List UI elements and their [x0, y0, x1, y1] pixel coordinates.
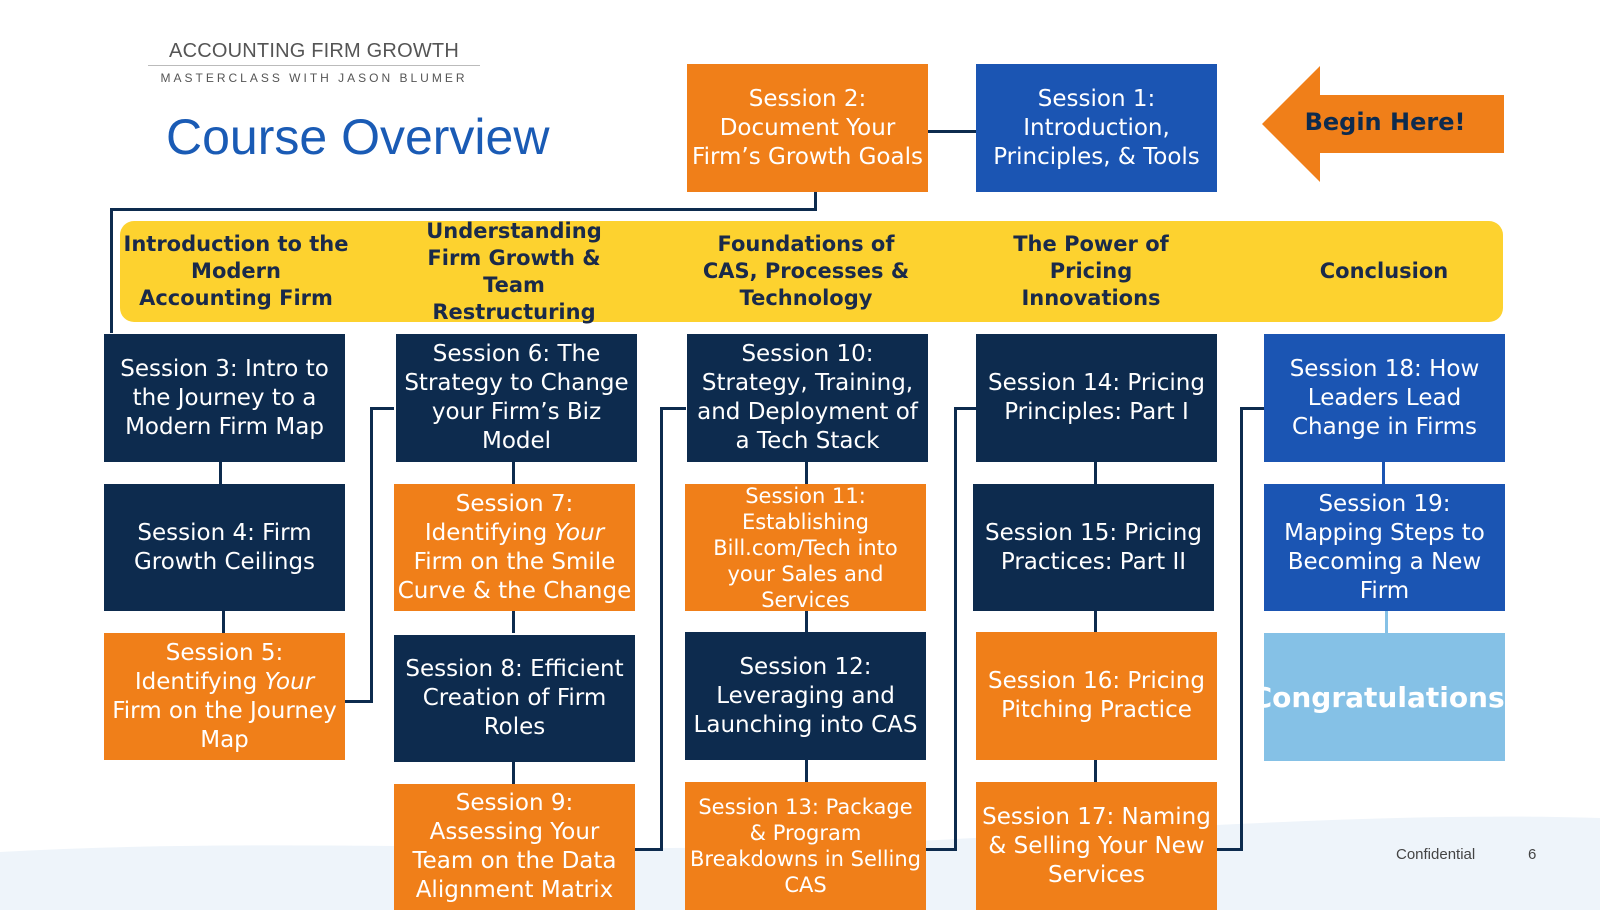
session-11-box[interactable]: Session 11: Establishing Bill.com/Tech i…: [685, 483, 926, 612]
session-15-box[interactable]: Session 15: Pricing Practices: Part II: [973, 484, 1214, 611]
session-7-label: Session 7: Identifying Your Firm on the …: [397, 490, 632, 604]
connector-s9-out: [634, 848, 662, 851]
session-5-box[interactable]: Session 5: Identifying Your Firm on the …: [104, 633, 345, 760]
begin-here-arrow-icon: [1262, 66, 1504, 182]
connector-to-s10: [660, 407, 686, 410]
connector-s14-s15: [1094, 462, 1097, 484]
connector-s18-s19: [1382, 462, 1385, 484]
page-title: Course Overview: [166, 109, 550, 165]
connector-to-s18: [1240, 407, 1264, 410]
connector-s3-s4: [219, 462, 222, 484]
connector-to-s14: [954, 407, 978, 410]
module-header-3: Foundations of CAS, Processes & Technolo…: [702, 232, 910, 310]
session-9-box[interactable]: Session 9: Assessing Your Team on the Da…: [394, 784, 635, 910]
begin-here-label: Begin Here!: [1304, 108, 1466, 136]
logo-title: ACCOUNTING FIRM GROWTH: [169, 40, 459, 62]
session-8-label: Session 8: Efficient Creation of Firm Ro…: [405, 656, 624, 740]
session-13-label: Session 13: Package & Program Breakdowns…: [689, 795, 922, 897]
connector-s13-out: [926, 848, 956, 851]
connector-s4-s5: [222, 611, 225, 633]
congratulations-label: Congratulations!: [1251, 680, 1518, 714]
session-12-label: Session 12: Leveraging and Launching int…: [693, 653, 918, 738]
connector-col4-col5: [1240, 407, 1243, 851]
footer-confidential: Confidential: [1396, 846, 1476, 863]
connector-to-s3: [110, 208, 113, 333]
session-14-box[interactable]: Session 14: Pricing Principles: Part I: [976, 334, 1217, 462]
connector-s10-s11: [805, 462, 808, 484]
session-6-label: Session 6: The Strategy to Change your F…: [404, 341, 629, 454]
logo-divider: [148, 65, 480, 66]
connector-s8-s9: [512, 762, 515, 784]
congratulations-box[interactable]: Congratulations!: [1252, 633, 1517, 761]
page-number: 6: [1528, 846, 1537, 863]
session-13-box[interactable]: Session 13: Package & Program Breakdowns…: [685, 782, 926, 910]
session-2-label: Session 2: Document Your Firm’s Growth G…: [692, 85, 923, 170]
session-17-label: Session 17: Naming & Selling Your New Se…: [982, 803, 1211, 888]
module-header-2: Understanding Firm Growth & Team Restruc…: [426, 218, 602, 324]
connector-s2-down: [814, 192, 817, 210]
logo-subtitle: MASTERCLASS WITH JASON BLUMER: [160, 71, 468, 85]
session-1-label: Session 1: Introduction, Principles, & T…: [993, 85, 1200, 170]
session-17-box[interactable]: Session 17: Naming & Selling Your New Se…: [976, 782, 1217, 910]
session-9-label: Session 9: Assessing Your Team on the Da…: [412, 790, 617, 903]
session-5-label: Session 5: Identifying Your Firm on the …: [112, 639, 337, 753]
module-header-1: Introduction to the Modern Accounting Fi…: [123, 232, 349, 310]
connector-s17-out: [1216, 848, 1242, 851]
connector-s16-s17: [1094, 760, 1097, 782]
connector-s1-s2: [928, 130, 976, 133]
session-6-box[interactable]: Session 6: The Strategy to Change your F…: [396, 334, 637, 462]
session-19-label: Session 19: Mapping Steps to Becoming a …: [1284, 490, 1485, 604]
session-10-label: Session 10: Strategy, Training, and Depl…: [697, 341, 918, 454]
session-11-label: Session 11: Establishing Bill.com/Tech i…: [713, 483, 898, 612]
session-15-label: Session 15: Pricing Practices: Part II: [985, 519, 1202, 575]
session-8-box[interactable]: Session 8: Efficient Creation of Firm Ro…: [394, 635, 635, 762]
connector-s2-left: [110, 208, 817, 211]
session-2-box[interactable]: Session 2: Document Your Firm’s Growth G…: [687, 64, 928, 192]
connector-col2-col3: [660, 407, 663, 851]
connector-col1-col2: [370, 407, 373, 703]
connector-s11-s12: [805, 611, 808, 633]
connector-s6-s7: [512, 462, 515, 484]
session-4-box[interactable]: Session 4: Firm Growth Ceilings: [104, 484, 345, 611]
connector-s19-congrats: [1385, 611, 1388, 633]
session-4-label: Session 4: Firm Growth Ceilings: [133, 519, 316, 575]
session-7-box[interactable]: Session 7: Identifying Your Firm on the …: [394, 484, 635, 611]
session-12-box[interactable]: Session 12: Leveraging and Launching int…: [685, 632, 926, 760]
connector-s12-s13: [805, 760, 808, 782]
connector-s15-s16: [1094, 611, 1097, 633]
session-19-box[interactable]: Session 19: Mapping Steps to Becoming a …: [1264, 484, 1505, 611]
connector-s5-out: [344, 700, 372, 703]
session-14-label: Session 14: Pricing Principles: Part I: [988, 370, 1205, 425]
connector-to-s6: [370, 407, 394, 410]
module-band: [120, 221, 1503, 322]
session-18-box[interactable]: Session 18: How Leaders Lead Change in F…: [1264, 334, 1505, 462]
connector-s7-s8: [512, 611, 515, 633]
session-3-box[interactable]: Session 3: Intro to the Journey to a Mod…: [104, 334, 345, 462]
session-10-box[interactable]: Session 10: Strategy, Training, and Depl…: [687, 334, 928, 462]
connector-col3-col4: [954, 407, 957, 851]
session-3-label: Session 3: Intro to the Journey to a Mod…: [120, 355, 329, 440]
session-18-label: Session 18: How Leaders Lead Change in F…: [1289, 355, 1480, 440]
session-16-box[interactable]: Session 16: Pricing Pitching Practice: [976, 632, 1217, 760]
module-header-4: The Power of Pricing Innovations: [1013, 232, 1169, 310]
session-16-label: Session 16: Pricing Pitching Practice: [988, 668, 1205, 723]
session-1-box[interactable]: Session 1: Introduction, Principles, & T…: [976, 64, 1217, 192]
module-header-5: Conclusion: [1319, 259, 1449, 283]
